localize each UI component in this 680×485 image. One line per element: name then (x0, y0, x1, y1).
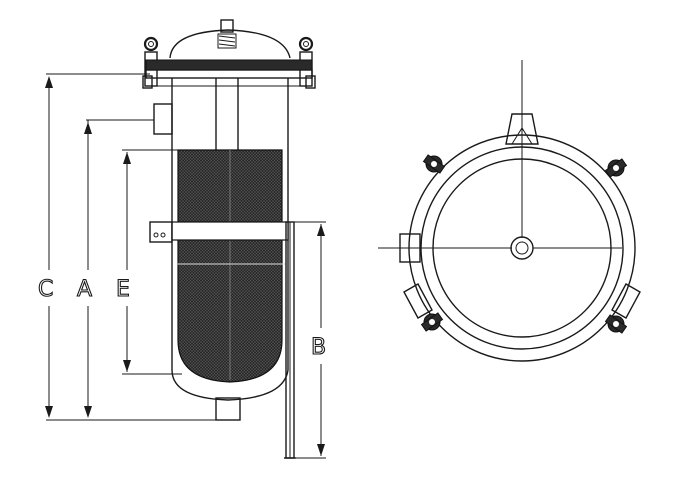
label-b: B (311, 335, 326, 360)
dimension-e: E (114, 149, 182, 375)
label-c: C (38, 277, 53, 302)
bolt-top-right (604, 158, 628, 178)
bracket-lower-left (403, 283, 433, 319)
label-e: E (116, 277, 130, 302)
inlet-nozzle (153, 103, 173, 135)
nameplate-lug (149, 221, 173, 243)
bottom-drain (215, 397, 241, 421)
label-a: A (77, 277, 92, 302)
dimension-a: A (74, 119, 154, 418)
side-view: C A E B (36, 19, 335, 459)
flange (145, 69, 313, 79)
top-view (378, 60, 641, 362)
lid-dome (169, 29, 291, 59)
dimension-c: C (36, 73, 216, 421)
bolt-bottom-left (420, 312, 444, 332)
basket-band (171, 221, 289, 241)
center-hub-inner (515, 241, 529, 255)
top-hinge-bracket (505, 113, 539, 145)
inlet-stub (399, 233, 421, 263)
center-hub-outer (510, 236, 534, 260)
bolt-bottom-right (604, 314, 628, 334)
clamp-ring (145, 59, 313, 71)
lid-spring (217, 19, 237, 49)
bracket-lower-right (611, 283, 641, 319)
dimension-b: B (294, 221, 335, 459)
bolt-top-left (422, 154, 446, 174)
housing-body (171, 78, 289, 401)
outlet-pipe (284, 221, 296, 459)
